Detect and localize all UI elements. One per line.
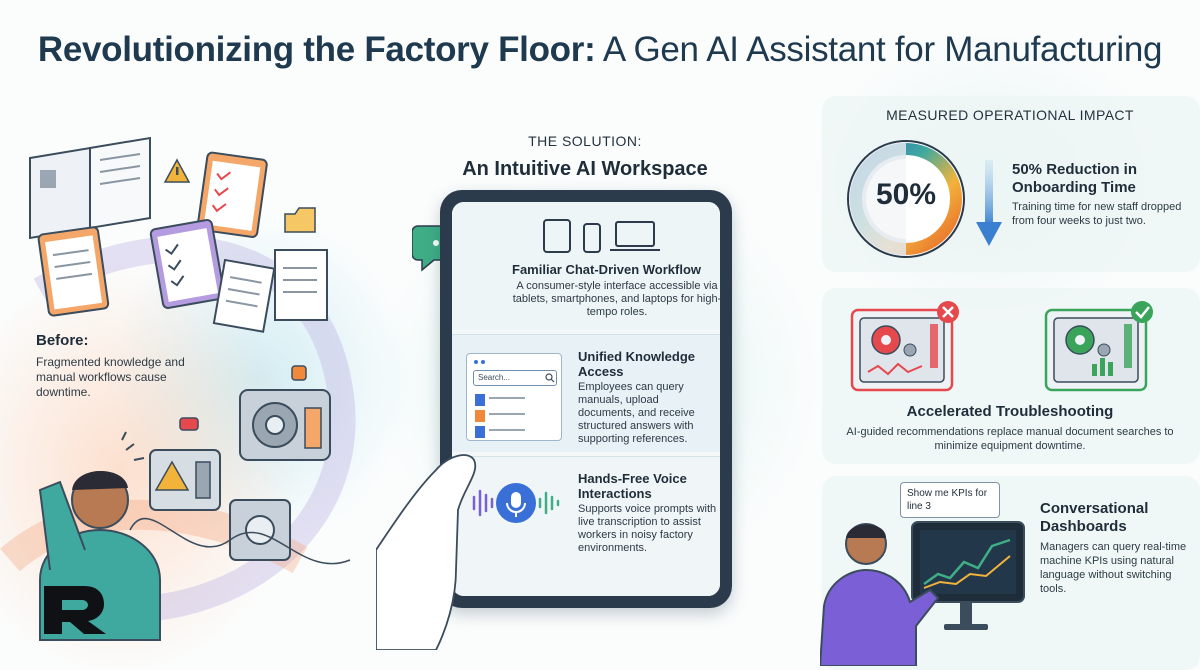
manager-dashboard-illustration xyxy=(820,521,1025,666)
solution-kicker: THE SOLUTION: xyxy=(528,133,642,149)
before-illustration xyxy=(0,136,356,641)
feature-text: Employees can query manuals, upload docu… xyxy=(578,381,695,445)
clipboard-icon xyxy=(196,151,268,238)
open-book-icon xyxy=(29,136,151,240)
query-speech-bubble: Show me KPIs for line 3 xyxy=(900,482,1000,518)
dashboards-title: Conversational Dashboards xyxy=(1040,500,1149,535)
gauge-value: 50% xyxy=(875,178,937,211)
clipboard-icon xyxy=(149,219,226,309)
document-icon xyxy=(274,249,328,321)
feature-title: Unified Knowledge Access xyxy=(578,349,695,379)
page-title-bold: Revolutionizing the Factory Floor: xyxy=(37,30,596,69)
impact-title: 50% Reduction in Onboarding Time xyxy=(1012,161,1138,196)
before-text: Fragmented knowledge and manual workflow… xyxy=(36,355,185,399)
faulty-control-panel-illustration xyxy=(850,301,959,392)
feature-title: Hands-Free Voice Interactions xyxy=(578,471,687,501)
before-heading: Before: xyxy=(36,332,89,349)
devices-icon xyxy=(543,219,660,253)
tablet-screen: Familiar Chat-Driven Workflow A consumer… xyxy=(452,202,720,596)
solution-title: An Intuitive AI Workspace xyxy=(462,158,708,180)
tablet-device: Familiar Chat-Driven Workflow A consumer… xyxy=(440,190,732,608)
search-input[interactable]: Search... xyxy=(473,370,557,386)
feature-voice-interactions: Hands-Free Voice Interactions Supports v… xyxy=(452,456,720,596)
feature-text: A consumer-style interface accessible vi… xyxy=(512,280,720,318)
page-title: Revolutionizing the Factory Floor: A Gen… xyxy=(0,30,1200,70)
document-icon xyxy=(212,258,276,333)
impact-text: Training time for new staff dropped from… xyxy=(1012,201,1182,227)
machine-illustration xyxy=(129,365,351,565)
document-list-icon xyxy=(475,394,525,438)
down-arrow-icon xyxy=(976,160,1002,246)
search-window-illustration: Search... xyxy=(466,353,562,441)
search-icon xyxy=(545,373,555,383)
impact-heading: MEASURED OPERATIONAL IMPACT xyxy=(886,107,1134,123)
feature-knowledge-access: Search... Unified Knowledge Access Emplo… xyxy=(452,334,720,452)
troubleshooting-title: Accelerated Troubleshooting xyxy=(906,403,1114,420)
microphone-icon xyxy=(472,483,560,523)
brand-logo xyxy=(44,586,106,634)
window-dots-icon xyxy=(474,360,485,364)
warning-icon xyxy=(163,158,191,183)
feature-text: Supports voice prompts with live transcr… xyxy=(578,503,717,554)
page-title-regular: A Gen AI Assistant for Manufacturing xyxy=(595,30,1163,69)
folder-icon xyxy=(284,207,316,233)
feature-title: Familiar Chat-Driven Workflow xyxy=(512,262,702,277)
clipboard-icon xyxy=(37,226,110,317)
healthy-control-panel-illustration xyxy=(1044,301,1153,392)
troubleshooting-text: AI-guided recommendations replace manual… xyxy=(846,426,1174,452)
before-section: Before: Fragmented knowledge and manual … xyxy=(36,332,186,400)
feature-chat-workflow: Familiar Chat-Driven Workflow A consumer… xyxy=(452,202,720,330)
dashboards-text: Managers can query real-time machine KPI… xyxy=(1040,541,1187,595)
progress-gauge xyxy=(847,140,965,258)
hand-illustration xyxy=(376,454,477,650)
